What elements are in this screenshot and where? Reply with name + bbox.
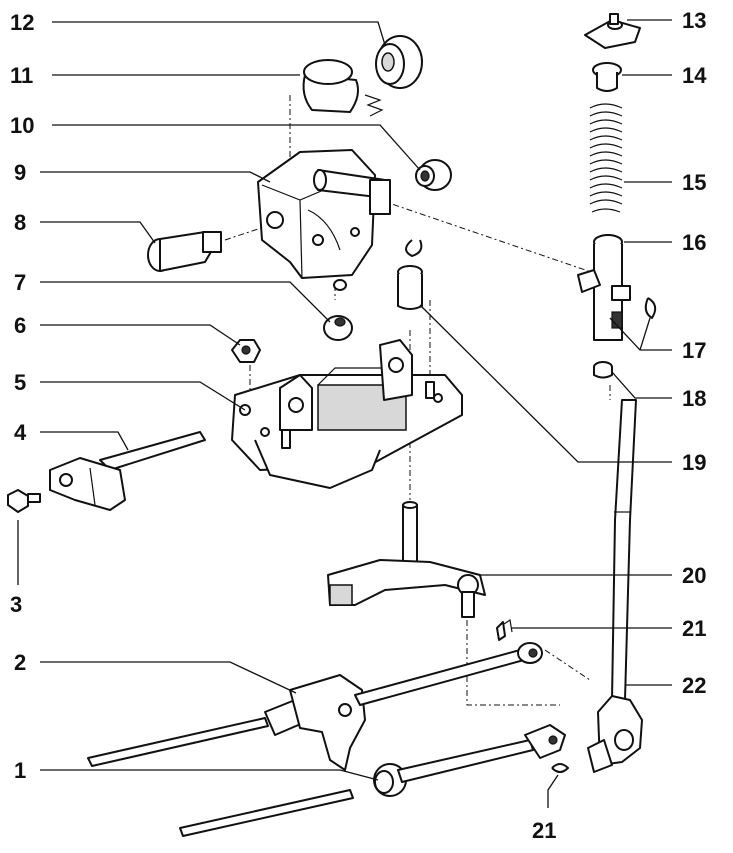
part-14-bush	[592, 62, 622, 92]
label-21-lower: 21	[532, 818, 556, 843]
part-15-spring	[589, 103, 623, 213]
label-11: 11	[10, 63, 33, 88]
part-12-cap	[375, 35, 423, 89]
part-18-washer	[593, 361, 613, 379]
part-21-clip-upper	[496, 618, 513, 641]
label-1: 1	[14, 758, 26, 783]
part-22-gear-lever	[587, 399, 643, 773]
label-10: 10	[10, 113, 34, 138]
part-2-upper-cable	[87, 642, 543, 771]
label-4: 4	[14, 420, 27, 445]
part-13-top-cap	[584, 13, 641, 49]
label-22: 22	[682, 673, 706, 698]
label-9: 9	[14, 160, 26, 185]
label-20: 20	[682, 563, 706, 588]
label-5: 5	[14, 370, 26, 395]
label-6: 6	[14, 313, 26, 338]
part-6-nut	[231, 339, 261, 363]
part-10-bush	[415, 159, 452, 191]
label-18: 18	[682, 386, 706, 411]
part-20-selector-fork	[327, 501, 486, 618]
label-2: 2	[14, 650, 26, 675]
part-11-sleeve	[302, 59, 384, 117]
part-21-clip-lower	[551, 763, 569, 773]
label-3: 3	[10, 592, 22, 617]
label-13: 13	[682, 8, 706, 33]
part-labels: 12 11 10 9 8 7 6 5 4 3 2 1 13 14 15 16 1…	[10, 8, 707, 843]
part-16-guide	[577, 234, 631, 341]
part-8-pin	[147, 231, 222, 272]
label-21-upper: 21	[682, 616, 706, 641]
label-7: 7	[14, 270, 26, 295]
part-3-bolt	[7, 489, 41, 513]
part-17-circlip	[405, 239, 657, 319]
label-14: 14	[682, 63, 707, 88]
part-4-shaft	[49, 431, 206, 511]
label-17: 17	[682, 338, 706, 363]
label-8: 8	[14, 210, 26, 235]
part-1-lower-cable	[179, 724, 566, 837]
leader-lines	[17, 19, 672, 808]
part-9-housing	[257, 149, 391, 279]
part-19-bushing	[397, 265, 423, 310]
label-19: 19	[682, 450, 706, 475]
label-16: 16	[682, 230, 706, 255]
part-7-ball	[323, 279, 353, 341]
part-5-base	[231, 339, 463, 489]
label-15: 15	[682, 170, 706, 195]
label-12: 12	[10, 10, 34, 35]
